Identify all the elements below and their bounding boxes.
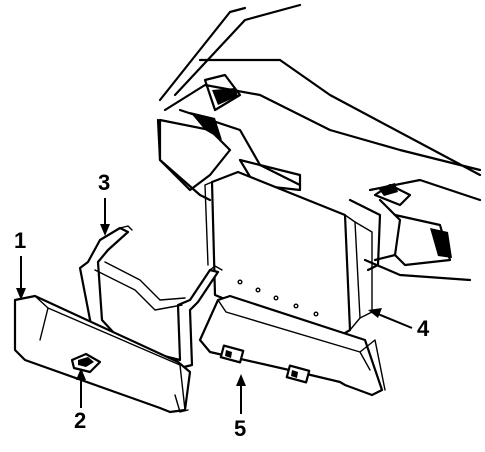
callout-2: 2 <box>74 368 86 433</box>
part-4-baffle <box>204 170 373 344</box>
callout-3: 3 <box>98 170 110 236</box>
part-3-bracket <box>78 225 223 370</box>
part-1-grille-panel <box>13 294 192 414</box>
vehicle-front-body <box>156 3 482 282</box>
callout-label-3: 3 <box>98 170 110 195</box>
part-2-emblem <box>70 352 102 374</box>
callout-5: 5 <box>234 374 246 441</box>
callout-label-5: 5 <box>234 416 246 441</box>
part-5-lower-panel <box>198 294 386 397</box>
callout-4: 4 <box>368 308 430 341</box>
callout-label-2: 2 <box>74 408 86 433</box>
callout-1: 1 <box>14 228 26 300</box>
callout-label-4: 4 <box>417 316 430 341</box>
callout-label-1: 1 <box>14 228 26 253</box>
